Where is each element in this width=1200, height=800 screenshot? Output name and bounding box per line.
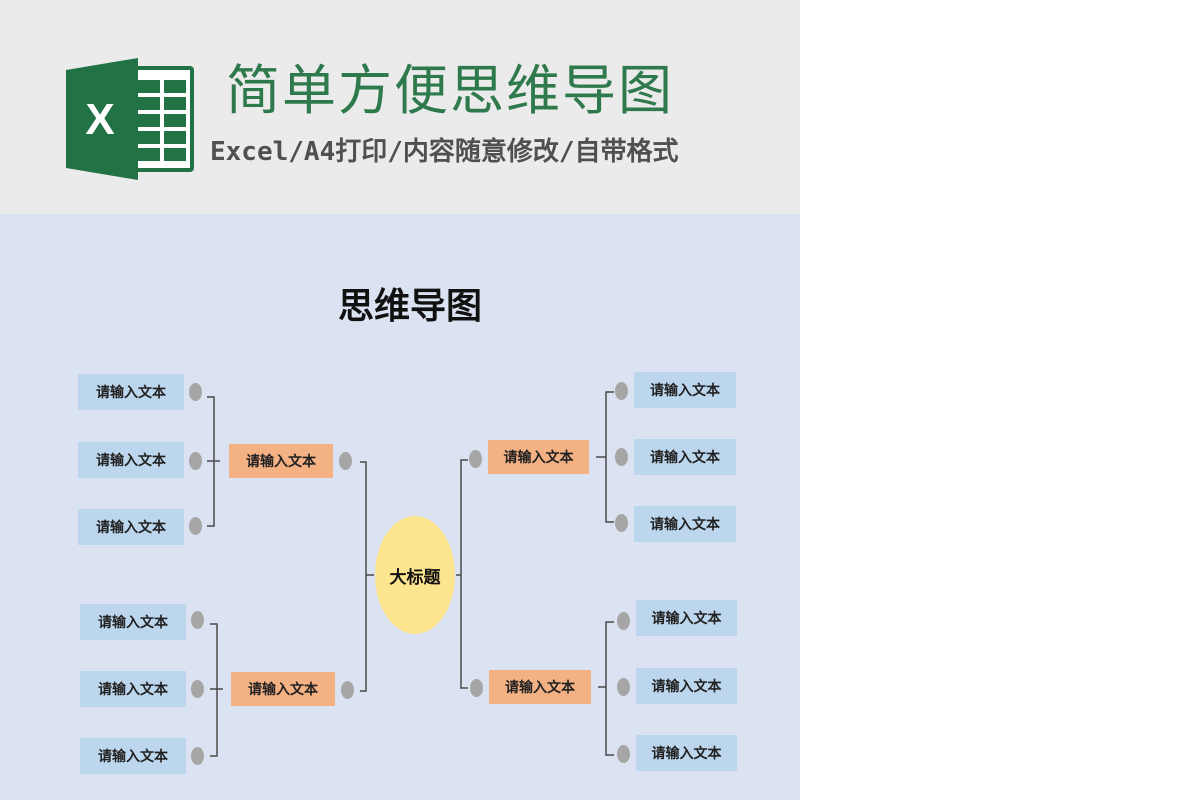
connector-dot [189,383,202,401]
leaf-node[interactable]: 请输入文本 [78,442,184,478]
connector-right-top [596,391,614,523]
connector-dot [469,450,482,468]
central-topic[interactable]: 大标题 [375,516,455,634]
leaf-node[interactable]: 请输入文本 [636,668,737,704]
main-title: 简单方便思维导图 [226,59,674,122]
branch-node[interactable]: 请输入文本 [231,672,335,706]
leaf-node[interactable]: 请输入文本 [634,439,736,475]
connector-dot [615,382,628,400]
branch-node[interactable]: 请输入文本 [489,670,591,704]
connector-center-right [456,459,468,689]
banner: X 简单方便思维导图 Excel/A4打印/内容随意修改/自带格式 [0,0,800,214]
logo-letter: X [85,95,114,144]
connector-dot [189,452,202,470]
connector-dot [191,680,204,698]
connector-dot [617,745,630,763]
connector-dot [191,611,204,629]
mind-map-canvas: 思维导图 请输入文本 请输入文本 请输入文本 请输入文本 请输入文本 请输入文本… [0,214,800,800]
connector-center-left [360,461,374,692]
leaf-node[interactable]: 请输入文本 [80,738,186,774]
connector-lines [207,391,614,757]
leaf-node[interactable]: 请输入文本 [634,506,736,542]
leaf-node[interactable]: 请输入文本 [80,671,186,707]
connector-dot [615,514,628,532]
connector-right-bottom [598,621,614,756]
branch-node[interactable]: 请输入文本 [229,444,333,478]
leaf-node[interactable]: 请输入文本 [634,372,736,408]
connector-dot [339,452,352,470]
connector-dot [615,448,628,466]
leaf-node[interactable]: 请输入文本 [80,604,186,640]
connector-left-bottom [210,623,223,757]
connector-dot [191,747,204,765]
sub-title: Excel/A4打印/内容随意修改/自带格式 [210,137,679,167]
connector-dot [617,612,630,630]
connector-dot [189,517,202,535]
leaf-node[interactable]: 请输入文本 [636,600,737,636]
leaf-node[interactable]: 请输入文本 [78,509,184,545]
connector-dot [341,681,354,699]
connector-dot [617,678,630,696]
excel-logo-icon: X [66,58,194,180]
branch-node[interactable]: 请输入文本 [488,440,589,474]
connector-left-top [207,396,220,527]
connector-dot [470,679,483,697]
diagram-title: 思维导图 [337,286,482,327]
leaf-node[interactable]: 请输入文本 [636,735,737,771]
leaf-node[interactable]: 请输入文本 [78,374,184,410]
